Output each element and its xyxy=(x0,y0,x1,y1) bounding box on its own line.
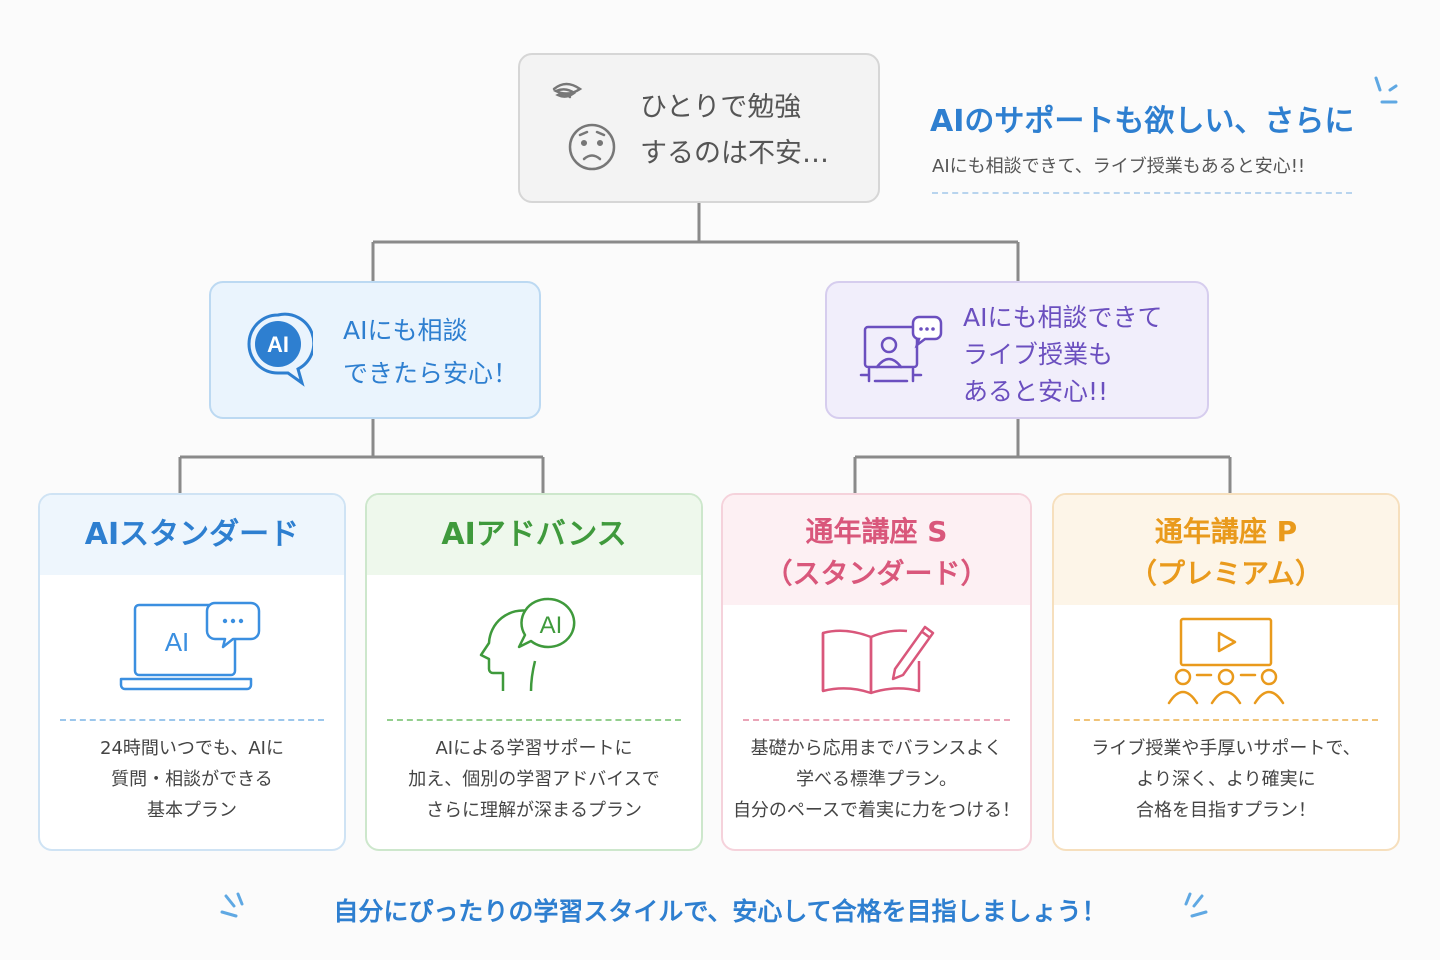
icon-ai-label: AI xyxy=(165,627,190,657)
plan-header: 通年講座 P （プレミアム） xyxy=(1054,495,1398,605)
concern-line-1: ひとりで勉強 xyxy=(640,92,802,123)
desc-line: 24時間いつでも、AIに xyxy=(100,738,284,759)
plan-description: AIによる学習サポートに 加え、個別の学習アドバイスで さらに理解が深まるプラン xyxy=(367,733,701,826)
desc-line: 質問・相談ができる xyxy=(111,769,273,790)
plan-title: AIアドバンス xyxy=(367,495,701,575)
plan-card-ai-standard[interactable]: AIスタンダード AI 24時間いつでも、AIに 質問・相談ができる 基本プラン xyxy=(38,493,346,851)
plan-description: ライブ授業や手厚いサポートで、 より深く、より確実に 合格を目指すプラン！ xyxy=(1054,733,1398,826)
sparkle-left-icon xyxy=(220,892,244,918)
concern-line-2: するのは不安… xyxy=(640,138,829,169)
plan-card-annual-s[interactable]: 通年講座 S （スタンダード） 基礎から応用までバランスよく 学べる標準プラン。… xyxy=(721,493,1032,851)
plan-subtitle: （プレミアム） xyxy=(1128,557,1324,590)
footer-message: 自分にぴったりの学習スタイルで、安心して合格を目指しましょう！ xyxy=(333,897,1107,926)
plan-title: AIスタンダード xyxy=(40,495,344,575)
desc-line: 合格を目指すプラン！ xyxy=(1136,800,1316,821)
desc-line: より深く、より確実に xyxy=(1136,769,1316,790)
ai-live-box: AIにも相談できて ライブ授業も あると安心!! xyxy=(825,281,1209,419)
head-ai-icon: AI xyxy=(479,597,576,692)
plan-description: 基礎から応用までバランスよく 学べる標準プラン。 自分のペースで着実に力をつける… xyxy=(723,733,1030,826)
ai-consult-box: AI AIにも相談 できたら安心！ xyxy=(209,281,541,419)
video-lesson-icon xyxy=(859,315,943,383)
plan-title: 通年講座 S xyxy=(805,515,948,548)
book-pen-icon xyxy=(821,625,934,695)
plan-header: 通年講座 S （スタンダード） xyxy=(723,495,1030,605)
callout-subtitle: AIにも相談できて、ライブ授業もあると安心!! xyxy=(932,156,1306,177)
card-divider xyxy=(387,719,681,721)
svg-text:AI: AI xyxy=(267,332,289,357)
worried-face-icon xyxy=(552,82,616,171)
desc-line: 基本プラン xyxy=(147,800,237,821)
desc-line: AIによる学習サポートに xyxy=(435,738,633,759)
plan-title: 通年講座 P xyxy=(1154,515,1298,548)
ai-chat-bubble-icon: AI xyxy=(247,312,313,387)
plan-description: 24時間いつでも、AIに 質問・相談ができる 基本プラン xyxy=(40,733,344,826)
ai-consult-line-2: できたら安心！ xyxy=(343,359,519,388)
card-divider xyxy=(60,719,324,721)
live-class-icon xyxy=(1167,617,1285,705)
concern-box: ひとりで勉強 するのは不安… xyxy=(518,53,880,203)
ai-consult-text: AIにも相談 できたら安心！ xyxy=(343,309,533,395)
plan-subtitle: （スタンダード） xyxy=(764,557,989,590)
desc-line: 基礎から応用までバランスよく xyxy=(750,738,1003,759)
card-divider xyxy=(743,719,1010,721)
ai-consult-line-1: AIにも相談 xyxy=(343,316,468,345)
desc-line: ライブ授業や手厚いサポートで、 xyxy=(1091,738,1361,759)
ai-live-line-3: あると安心!! xyxy=(963,377,1109,406)
desc-line: 自分のペースで着実に力をつける！ xyxy=(732,800,1021,821)
sparkle-right-icon xyxy=(1184,892,1208,918)
sparkle-icon xyxy=(1374,76,1398,104)
plan-card-ai-advance[interactable]: AIアドバンス AI AIによる学習サポートに 加え、個別の学習アドバイスで さ… xyxy=(365,493,703,851)
desc-line: さらに理解が深まるプラン xyxy=(426,800,642,821)
ai-live-line-2: ライブ授業も xyxy=(963,340,1114,369)
desc-line: 加え、個別の学習アドバイスで xyxy=(408,769,660,790)
callout-divider xyxy=(932,192,1352,194)
ai-live-text: AIにも相談できて ライブ授業も あると安心!! xyxy=(963,299,1203,410)
card-divider xyxy=(1074,719,1378,721)
desc-line: 学べる標準プラン。 xyxy=(796,769,957,790)
ai-live-line-1: AIにも相談できて xyxy=(963,303,1163,332)
callout-title: AIのサポートも欲しい、さらに xyxy=(930,104,1355,139)
concern-text: ひとりで勉強 するのは不安… xyxy=(640,85,870,177)
laptop-ai-icon: AI xyxy=(119,601,261,691)
plan-card-annual-p[interactable]: 通年講座 P （プレミアム） ライブ授業や手厚いサポートで、 より深く、より確実… xyxy=(1052,493,1400,851)
icon-ai-label: AI xyxy=(540,612,563,639)
